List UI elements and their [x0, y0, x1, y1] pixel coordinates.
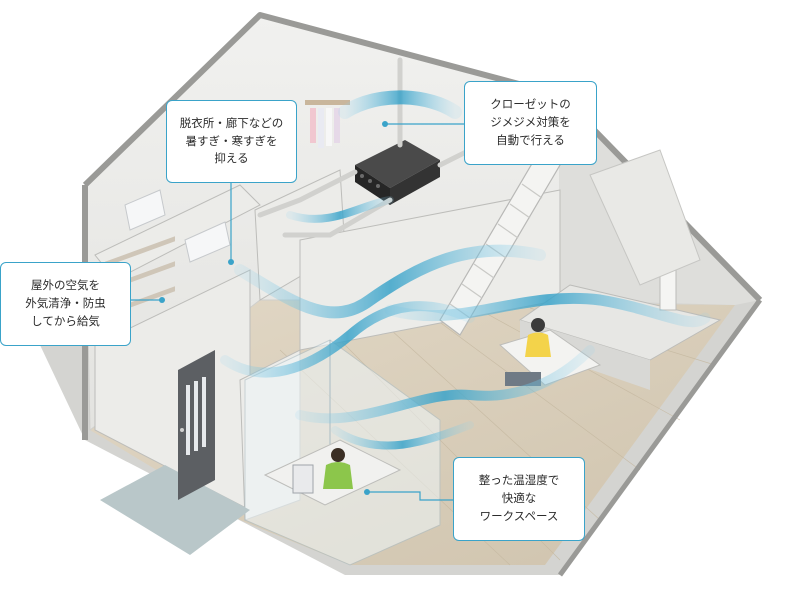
callout-line: 快適な: [501, 491, 537, 506]
person-icon: [525, 318, 551, 357]
closet-clothes: [305, 100, 350, 148]
callout-line: ジメジメ対策を: [490, 115, 571, 130]
callout-changing-room: 脱衣所・廊下などの 暑すぎ・寒すぎを 抑える: [166, 100, 297, 183]
callout-line: 整った温湿度で: [478, 473, 560, 488]
airflow-icon: [220, 90, 711, 450]
callout-outdoor-air: 屋外の空気を 外気清浄・防虫 してから給気: [0, 262, 131, 346]
callout-leader-lines: [131, 123, 464, 501]
callout-workspace: 整った温湿度で 快適な ワークスペース: [453, 457, 585, 541]
callout-closet: クローゼットの ジメジメ対策を 自動で行える: [464, 81, 597, 165]
callout-line: してから給気: [31, 313, 100, 328]
callout-line: 暑すぎ・寒すぎを: [185, 133, 278, 148]
callout-line: 脱衣所・廊下などの: [179, 115, 284, 130]
callout-line: 屋外の空気を: [31, 278, 100, 293]
callout-line: 外気清浄・防虫: [25, 296, 106, 311]
workspace-desk: [263, 439, 402, 506]
callout-anchor-dots: [159, 121, 388, 495]
entrance-mat: [100, 465, 250, 555]
dining-area: [498, 318, 602, 386]
door-icon: [178, 350, 215, 500]
callout-line: ワークスペース: [479, 508, 559, 523]
hvac-unit-icon: [355, 140, 440, 205]
callout-line: 抑える: [214, 151, 249, 166]
callout-line: クローゼットの: [490, 97, 571, 112]
callout-line: 自動で行える: [496, 132, 565, 147]
person-icon: [323, 448, 353, 489]
bathroom-fixtures: [124, 189, 231, 263]
